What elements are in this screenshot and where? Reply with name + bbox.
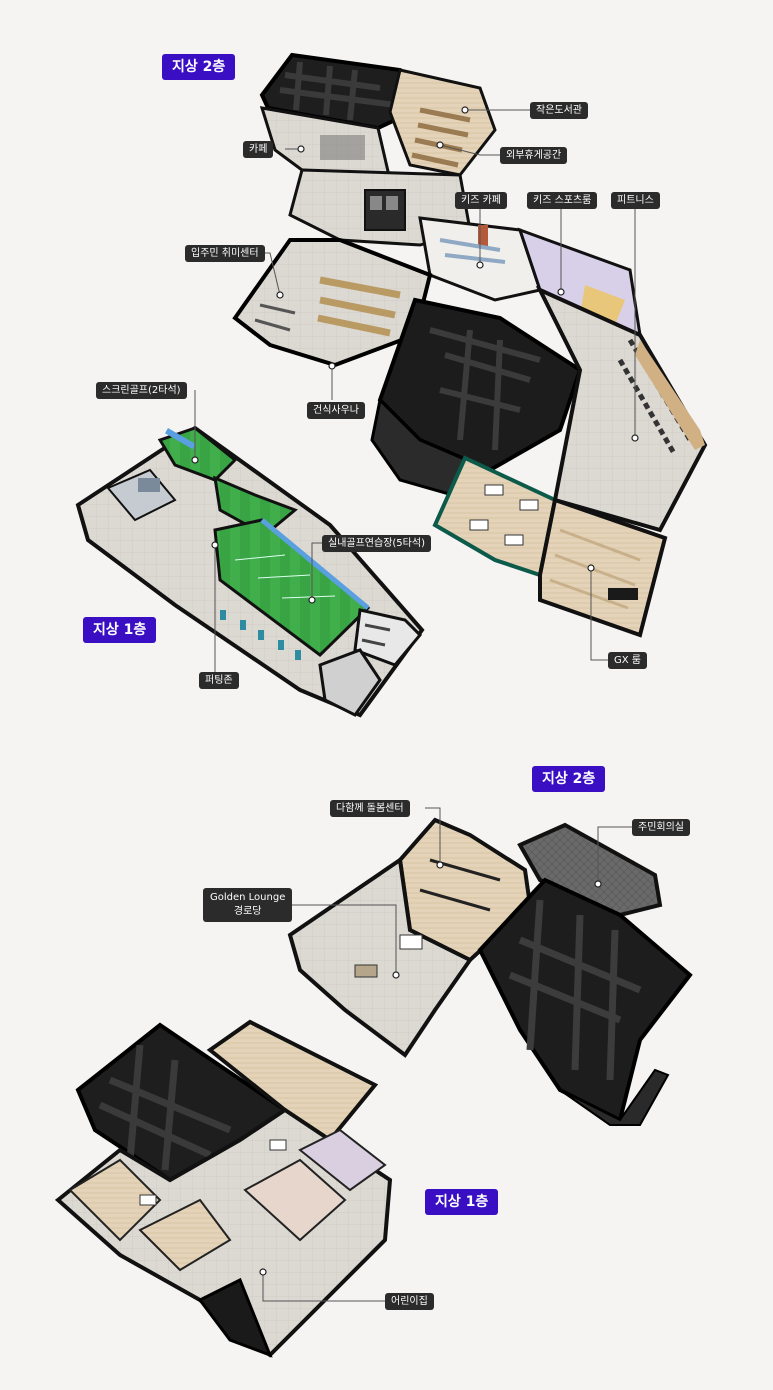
- floor-badge-b-floor2: 지상 2층: [532, 766, 606, 792]
- callout-kids-sports-room: 키즈 스포츠룸: [527, 192, 598, 209]
- callout-outdoor-lounge: 외부휴게공간: [500, 147, 568, 164]
- callout-cafe: 카페: [243, 141, 274, 158]
- indoor-golf-range: [213, 518, 371, 657]
- floor1-b-rooms-top: [206, 1019, 379, 1143]
- callout-care-center: 다함께 돌봄센터: [330, 800, 410, 817]
- callout-putting-zone: 퍼팅존: [199, 672, 239, 689]
- callout-screen-golf: 스크린골프(2타석): [96, 382, 187, 399]
- floor-badge-a-floor2: 지상 2층: [162, 54, 236, 80]
- lower-left-room: [432, 455, 558, 578]
- callout-daycare: 어린이집: [385, 1293, 434, 1310]
- callout-kids-cafe: 키즈 카페: [455, 192, 507, 209]
- complex-a-floor1-plan: [75, 425, 425, 718]
- complex-b-floor2-plan: [287, 817, 693, 1126]
- callout-indoor-golf-range: 실내골프연습장(5타석): [322, 535, 431, 552]
- callout-small-library: 작은도서관: [530, 102, 588, 119]
- callout-dry-sauna: 건식사우나: [307, 402, 365, 419]
- callout-golden-lounge: Golden Lounge 경로당: [203, 888, 293, 922]
- complex-b-floor1-plan: [54, 1019, 393, 1358]
- callout-fitness: 피트니스: [611, 192, 660, 209]
- leader-dots: [191, 106, 639, 1276]
- callout-meeting-room: 주민회의실: [632, 819, 690, 836]
- meeting-room-area: [517, 822, 663, 918]
- callout-hobby-center: 입주민 취미센터: [185, 245, 265, 262]
- floor-badge-a-floor1: 지상 1층: [83, 617, 157, 643]
- golden-lounge-en: Golden Lounge: [210, 892, 286, 903]
- leader-lines: [194, 109, 636, 1302]
- golden-lounge-ko: 경로당: [233, 906, 262, 917]
- golden-lounge-area: [287, 856, 473, 1058]
- callout-gx-room: GX 룸: [608, 652, 647, 669]
- floor-badge-b-floor1: 지상 1층: [425, 1189, 499, 1215]
- fitness-area: [535, 285, 708, 533]
